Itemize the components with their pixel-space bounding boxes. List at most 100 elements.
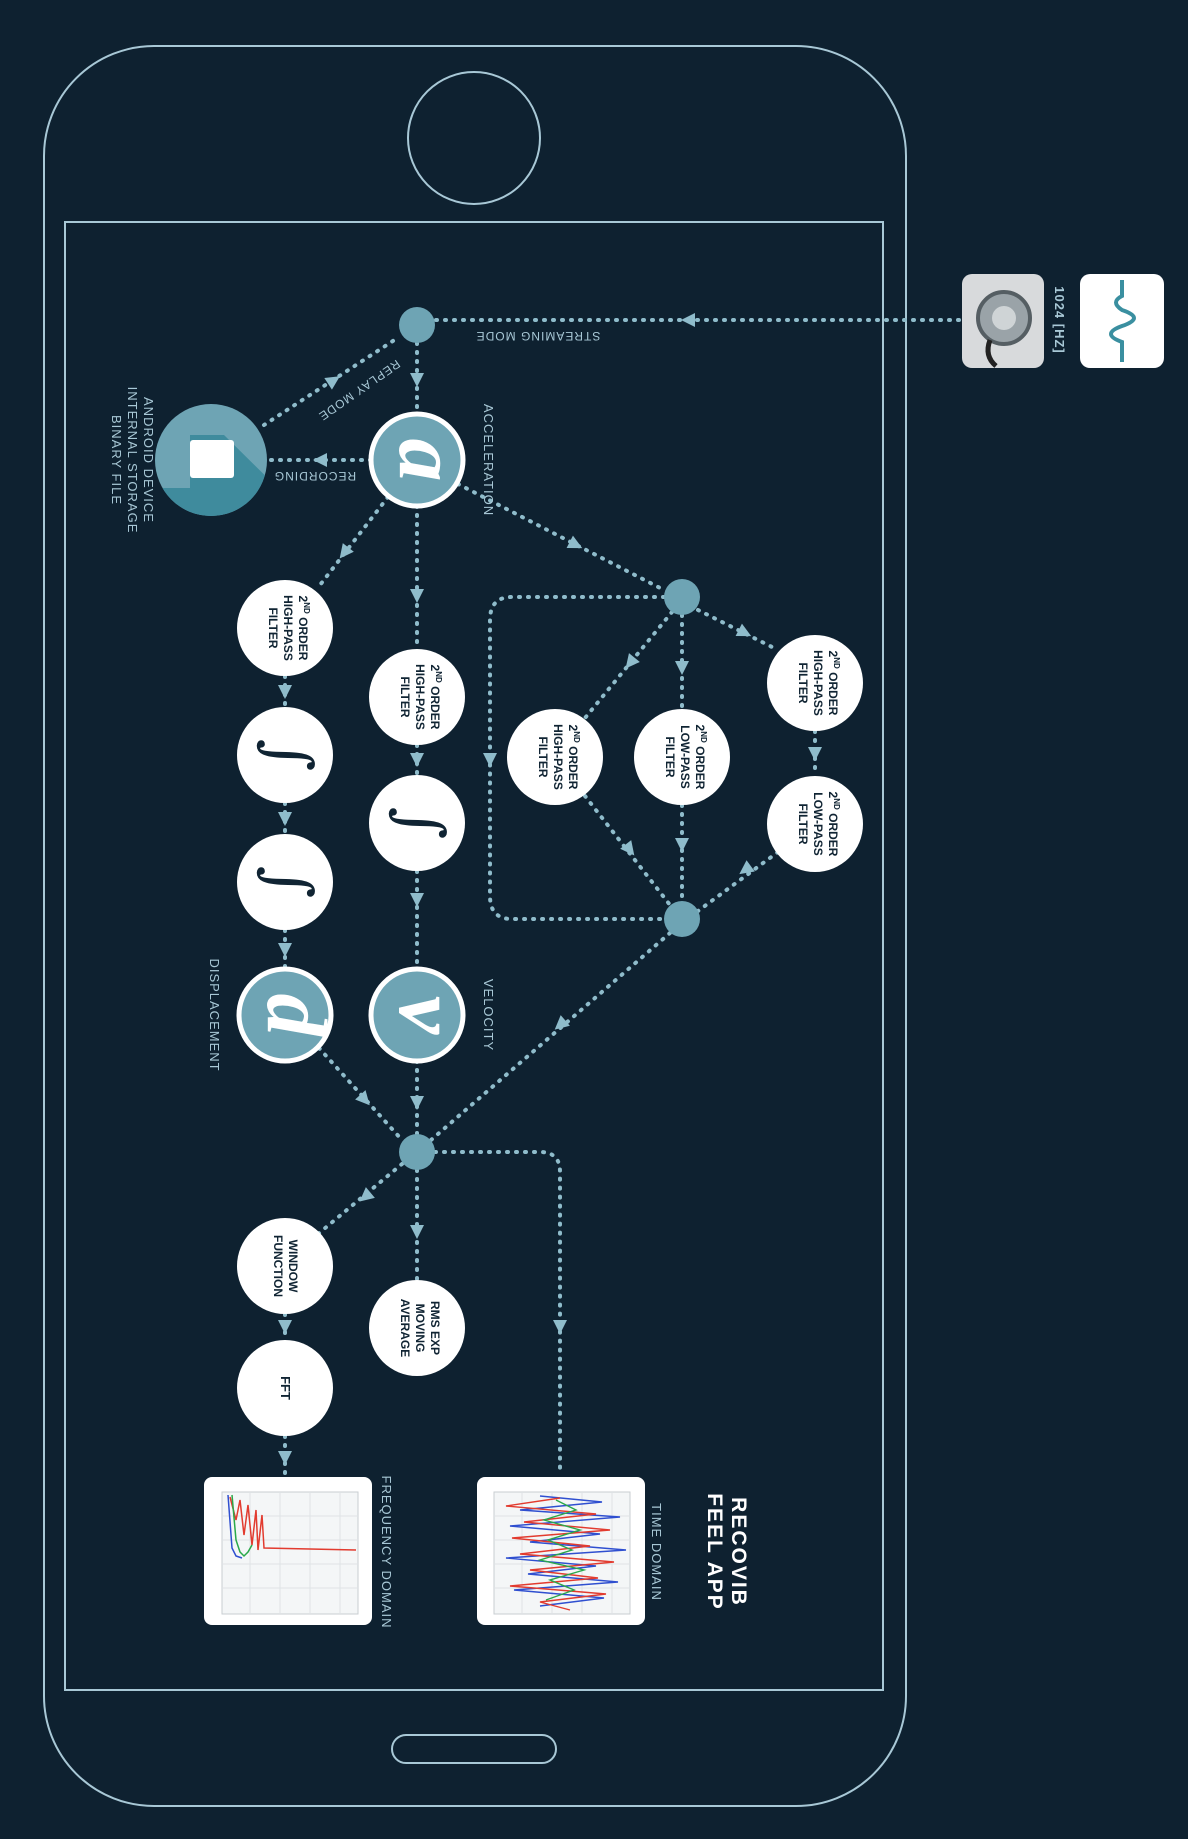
sensor-group: 1024 [HZ] (962, 274, 1164, 368)
arrowhead-hp-vel-int (410, 753, 424, 767)
acceleration-symbol: a (381, 439, 477, 482)
storage-label-line-3: BINARY FILE (109, 415, 124, 505)
streaming-mode-label: STREAMING MODE (476, 329, 601, 343)
arrowhead-replay (324, 376, 340, 390)
edge-accel-to-split (456, 482, 666, 592)
arrowhead-accel-split (566, 535, 583, 549)
arrowhead-bp-merge (739, 860, 755, 875)
sensor-cap-icon (992, 306, 1016, 330)
highpass-filter-branch: 2ND ORDER HIGH-PASS FILTER (507, 709, 603, 805)
app-title-line-1: RECOVIB (727, 1497, 750, 1607)
edge-hp-branch-to-merge (583, 794, 672, 907)
arrowhead-hp-branch (625, 653, 640, 669)
sensor-cable (985, 339, 998, 368)
acceleration-label: ACCELERATION (481, 404, 496, 516)
arrowhead-loop (483, 753, 497, 767)
fft-node: FFT (237, 1340, 333, 1436)
arrowhead-window (359, 1187, 375, 1202)
svg-text:MOVING: MOVING (413, 1304, 427, 1353)
svg-text:2ND ORDER: 2ND ORDER (428, 665, 443, 730)
svg-text:FILTER: FILTER (796, 662, 810, 703)
junction-split (664, 579, 700, 615)
phone-body (43, 45, 907, 1807)
phone-frame (43, 45, 907, 1807)
junction-merge (664, 901, 700, 937)
edge-split-to-bp-hp (696, 608, 780, 652)
phone-home-button (407, 71, 541, 205)
file-icon (190, 440, 234, 478)
svg-text:FILTER: FILTER (536, 736, 550, 777)
storage-label-line-2: INTERNAL STORAGE (125, 387, 140, 534)
edge-merge-to-output (429, 931, 672, 1142)
process-nodes: ∫ ∫ ∫ 2ND ORDER HIGH-PASS FILTER 2ND ORD… (237, 580, 863, 1436)
time-domain-label: TIME DOMAIN (649, 1503, 664, 1601)
junction-input (399, 307, 435, 343)
svg-text:LOW-PASS: LOW-PASS (811, 792, 825, 856)
window-function-node: WINDOW FUNCTION (237, 1218, 333, 1314)
arrowhead-lp-merge (675, 838, 689, 852)
velocity-node: v (368, 966, 477, 1064)
svg-text:LOW-PASS: LOW-PASS (678, 725, 692, 789)
svg-text:2ND ORDER: 2ND ORDER (826, 792, 841, 857)
arrowhead-hp-merge (620, 840, 635, 856)
bandpass-lowpass-filter: 2ND ORDER LOW-PASS FILTER (767, 776, 863, 872)
lowpass-filter-branch: 2ND ORDER LOW-PASS FILTER (634, 709, 730, 805)
edge-accel-to-hp-disp (318, 495, 390, 587)
acceleration-node: a (368, 411, 477, 509)
edge-output-to-window (316, 1162, 404, 1236)
arrowhead-velocity (410, 893, 424, 907)
arrowhead-merge-out (554, 1015, 570, 1030)
storage-label-line-1: ANDROID DEVICE (141, 397, 156, 523)
svg-text:FUNCTION: FUNCTION (271, 1235, 285, 1297)
svg-text:WINDOW: WINDOW (286, 1240, 300, 1293)
junctions (399, 307, 700, 1170)
arrowhead-vel-out (410, 1096, 424, 1110)
svg-text:HIGH-PASS: HIGH-PASS (551, 724, 565, 790)
edge-bp-lp-to-merge (696, 850, 780, 913)
svg-text:FILTER: FILTER (398, 676, 412, 717)
svg-text:AVERAGE: AVERAGE (398, 1299, 412, 1357)
arrowhead-disp-out (355, 1090, 370, 1106)
svg-text:FILTER: FILTER (663, 736, 677, 777)
frequency-domain-label: FREQUENCY DOMAIN (379, 1476, 394, 1629)
integrator-displacement-1: ∫ (237, 707, 333, 803)
arrowhead-int2-disp (278, 943, 292, 957)
arrowhead-disp-int1 (278, 685, 292, 699)
arrowhead-bp-hp (735, 623, 752, 637)
svg-text:FILTER: FILTER (266, 607, 280, 648)
displacement-symbol: d (249, 994, 345, 1039)
waveform-card (1080, 274, 1164, 368)
displacement-label: DISPLACEMENT (207, 958, 222, 1071)
edge-output-to-time (433, 1150, 562, 1477)
highpass-filter-displacement: 2ND ORDER HIGH-PASS FILTER (237, 580, 333, 676)
bandpass-highpass-filter: 2ND ORDER HIGH-PASS FILTER (767, 635, 863, 731)
sample-rate-label: 1024 [HZ] (1052, 286, 1067, 354)
svg-text:2ND ORDER: 2ND ORDER (296, 596, 311, 661)
recording-label: RECORDING (274, 469, 356, 483)
svg-text:2ND ORDER: 2ND ORDER (566, 725, 581, 790)
time-domain-thumbnail (477, 1477, 645, 1625)
arrowhead-recording (313, 453, 327, 467)
integral-symbol: ∫ (253, 739, 326, 771)
arrowhead-hp-disp (339, 543, 354, 559)
integrator-displacement-2: ∫ (237, 834, 333, 930)
integral-symbol: ∫ (385, 807, 458, 839)
edge-disp-to-output (317, 1046, 404, 1142)
svg-text:HIGH-PASS: HIGH-PASS (811, 650, 825, 716)
arrowhead-bp (808, 747, 822, 761)
integrator-velocity: ∫ (369, 775, 465, 871)
svg-text:RMS EXP: RMS EXP (428, 1301, 442, 1355)
phone-speaker (391, 1734, 557, 1764)
frequency-domain-thumbnail (204, 1477, 372, 1625)
arrowhead-hp-vel (410, 589, 424, 603)
svg-text:2ND ORDER: 2ND ORDER (693, 725, 708, 790)
arrowhead-time (553, 1320, 567, 1334)
junction-output (399, 1134, 435, 1170)
svg-text:FILTER: FILTER (796, 803, 810, 844)
integral-symbol: ∫ (253, 866, 326, 898)
replay-mode-label: REPLAY MODE (316, 357, 403, 424)
svg-text:HIGH-PASS: HIGH-PASS (281, 595, 295, 661)
svg-text:HIGH-PASS: HIGH-PASS (413, 664, 427, 730)
phone-screen (64, 221, 884, 1691)
